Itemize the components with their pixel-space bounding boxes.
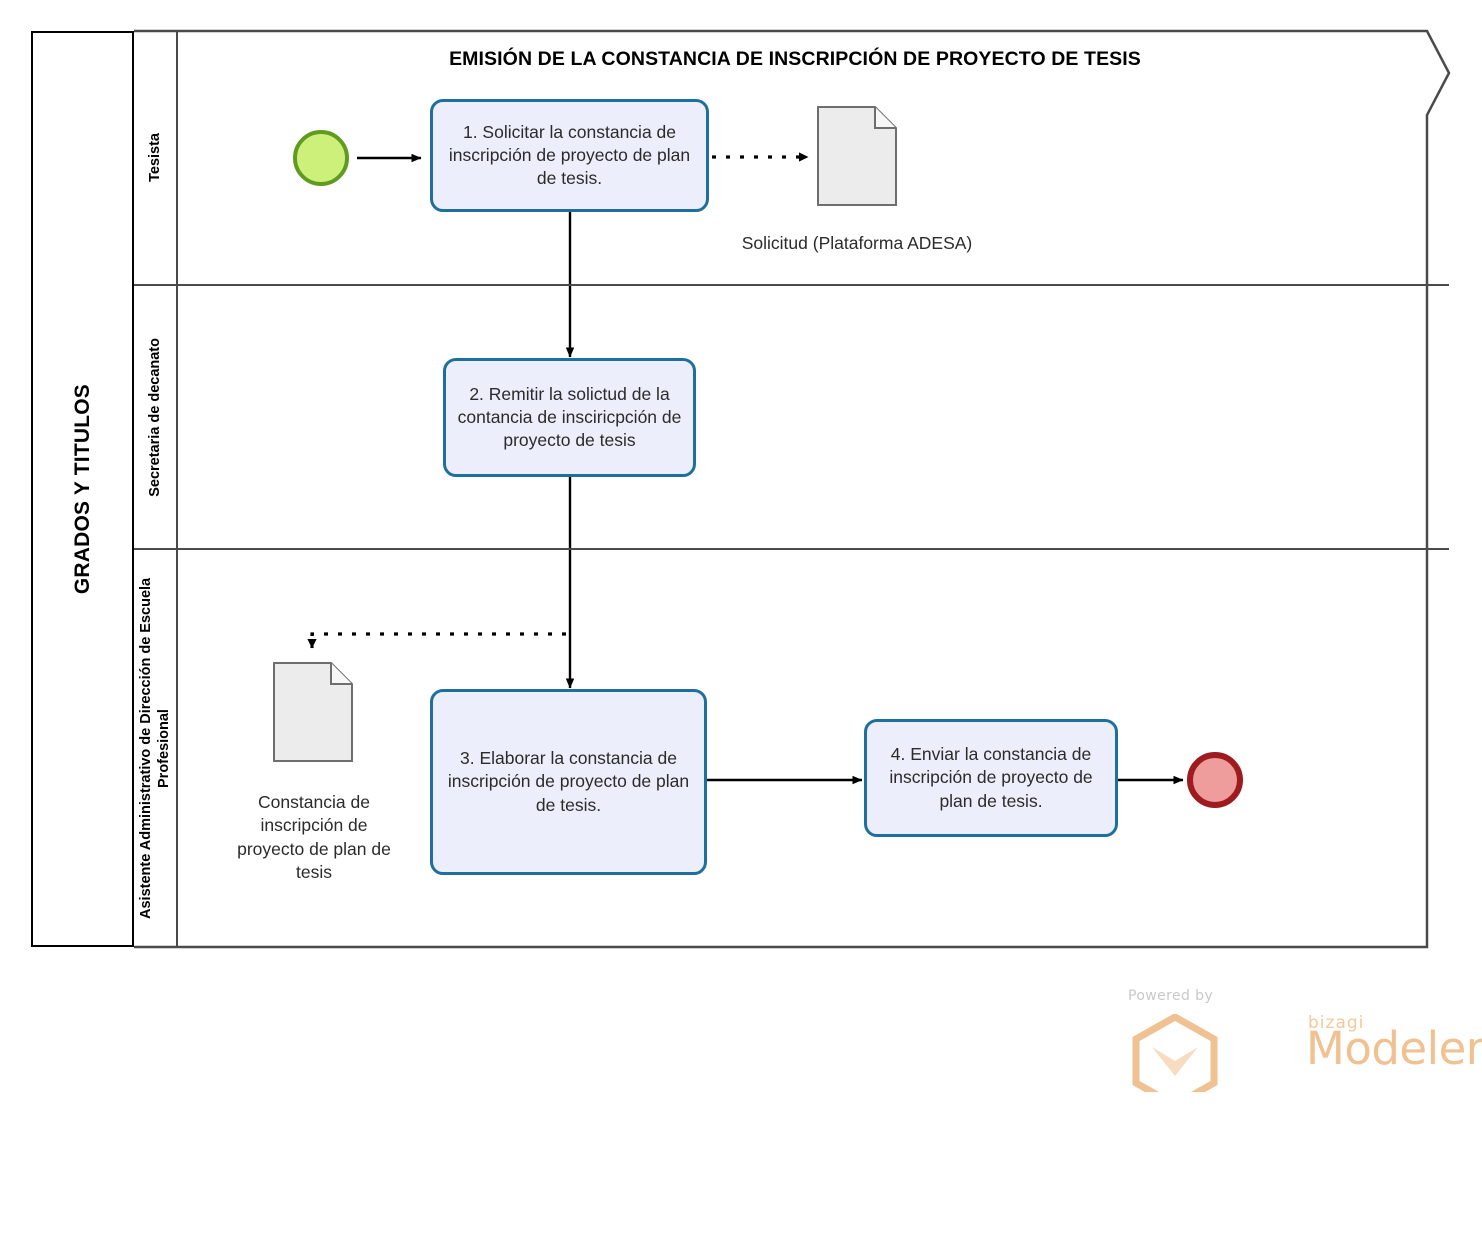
lane-secretaria: Secretaria de decanato [134, 286, 1449, 548]
lane-tesista: Tesista [134, 31, 1449, 284]
task-3-elaborar-constancia[interactable]: 3. Elaborar la constancia de inscripción… [430, 689, 707, 875]
end-event[interactable] [1187, 752, 1243, 808]
lane-container: Tesista Secretaria de decanato Asistente… [134, 31, 1449, 947]
task-4-label: 4. Enviar la constancia de inscripción d… [889, 744, 1093, 811]
task-2-label: 2. Remitir la solictud de la contancia d… [457, 383, 682, 451]
task-1-label: 1. Solicitar la constancia de inscripció… [448, 121, 691, 189]
bizagi-product-label: Modeler [1306, 1022, 1482, 1075]
lane-header-tesista: Tesista [134, 31, 178, 284]
data-object-solicitud[interactable] [817, 106, 897, 206]
document-icon [817, 106, 897, 206]
task-1-solicitar-constancia[interactable]: 1. Solicitar la constancia de inscripció… [430, 99, 709, 212]
lane-divider-2 [134, 548, 1449, 550]
task-4-enviar-constancia[interactable]: 4. Enviar la constancia de inscripción d… [864, 719, 1118, 837]
pool-title: GRADOS Y TITULOS [70, 383, 94, 595]
lane-label-tesista: Tesista [146, 133, 163, 182]
data-object-solicitud-label: Solicitud (Plataforma ADESA) [741, 233, 973, 253]
start-event[interactable] [293, 130, 349, 186]
bizagi-brand-label: bizagi [1308, 1013, 1365, 1033]
task-3-label: 3. Elaborar la constancia de inscripción… [447, 748, 690, 815]
lane-header-asistente: Asistente Administrativo de Dirección de… [134, 550, 178, 947]
lane-divider-1 [134, 284, 1449, 286]
lane-label-asistente: Asistente Administrativo de Dirección de… [137, 577, 172, 920]
lane-asistente: Asistente Administrativo de Dirección de… [134, 550, 1449, 947]
bizagi-watermark: Powered by bizagi Modeler [1110, 988, 1482, 1092]
diagram-title: EMISIÓN DE LA CONSTANCIA DE INSCRIPCIÓN … [449, 48, 1141, 70]
lane-label-secretaria: Secretaria de decanato [146, 337, 163, 497]
lane-header-secretaria: Secretaria de decanato [134, 286, 178, 548]
task-2-remitir-solicitud[interactable]: 2. Remitir la solictud de la contancia d… [443, 358, 696, 477]
document-icon [273, 662, 353, 762]
bizagi-hexagon-icon [1132, 1014, 1218, 1092]
powered-by-label: Powered by [1128, 988, 1214, 1004]
pool-header: GRADOS Y TITULOS [31, 31, 134, 947]
data-object-constancia-label: Constancia de inscripción de proyecto de… [237, 792, 391, 882]
data-object-constancia[interactable] [273, 662, 353, 762]
